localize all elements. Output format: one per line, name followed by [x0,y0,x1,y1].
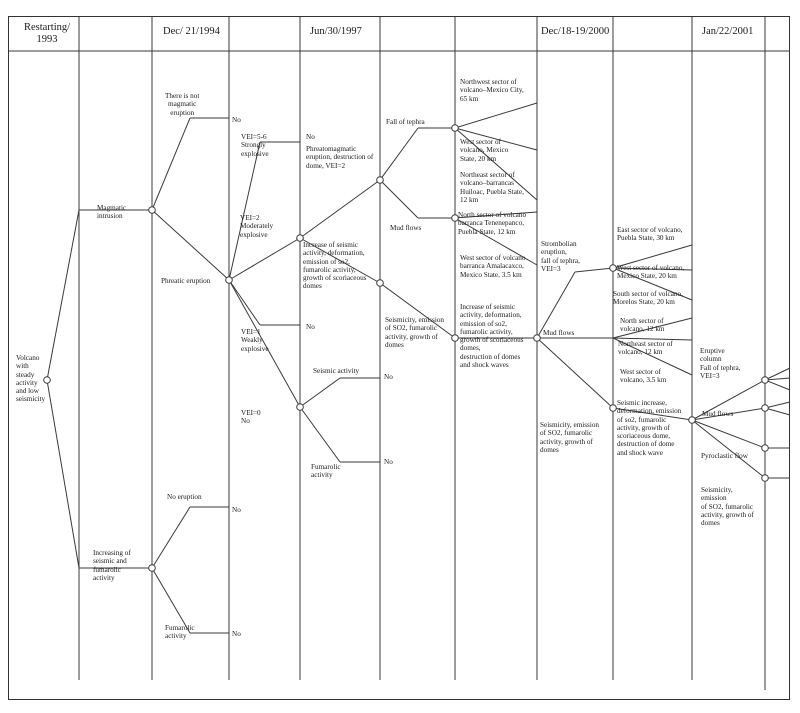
label-northeast-sector-12: Northeast sector of volcano, 12 km [618,340,673,357]
label-northeast-sector: Northeast sector of volcano–barrancas Hu… [460,171,524,204]
column-lines [78,17,766,690]
label-west-sector-35: West sector of volcano, 3.5 km [620,368,667,385]
label-fumarolic-1994: Fumarolic activity [165,624,195,641]
label-mud-flows-2000: Mud flows [543,329,575,337]
branch-lines [46,102,791,634]
label-phreatomagmatic: Phreatomagmatic eruption, destruction of… [306,145,374,170]
header-jun-1997: Jun/30/1997 [310,26,362,37]
no-label: No [306,323,315,331]
header-restarting-1993: Restarting/ 1993 [23,22,71,45]
label-south-sector: South sector of volcano, Morelos State, … [613,290,683,307]
label-mud-flows-1997: Mud flows [390,224,422,232]
label-phreatic-eruption: Phreatic eruption [161,277,211,285]
label-not-magmatic: There is not magmatic eruption [165,92,200,117]
label-west-sector-mexico-2: West sector of volcano, Mexico State, 20… [617,264,685,281]
label-increase-2000: Increase of seismic activity, deformatio… [460,303,524,370]
label-strombolian-eruption: Strombolian eruption, fall of tephra, VE… [541,240,580,273]
label-magmatic-intrusion: Magmatic intrusion [97,204,127,221]
label-north-sector-12: North sector of volcano, 12 km [620,317,665,334]
label-west-sector-mexico: West sector of volcano, Mexico State, 20… [460,138,509,163]
no-label: No [384,373,393,381]
label-root: Volcano with steady activity and low sei… [16,354,46,404]
label-east-sector: East sector of volcano, Puebla State, 30… [617,226,683,243]
diagram-frame [8,16,790,700]
label-northwest-sector: Northwest sector of volcano–Mexico City,… [460,78,524,103]
label-pyroclastic-flow: Pyroclastic flow [701,452,748,460]
label-seismic-increase: Seismic increase, deformation, emission … [617,399,682,457]
label-no-eruption: No eruption [167,493,202,501]
decision-nodes [43,124,769,572]
label-seismicity-emission-2001: Seismicity, emission of SO2, fumarolic a… [701,486,754,528]
no-label: No [232,630,241,638]
label-seismicity-emission-2000: Seismicity, emission of SO2, fumarolic a… [540,421,600,454]
label-west-sector-amalacaxco: West sector of volcano barranca Amalacax… [460,254,526,279]
no-label: No [384,458,393,466]
no-label: No [232,116,241,124]
label-increasing-activity: Increasing of seismic and fumarolic acti… [93,549,131,582]
label-seismic-activity: Seismic activity [313,367,360,375]
header-dec-1994: Dec/ 21/1994 [163,26,220,37]
label-fall-of-tephra: Fall of tephra [386,118,425,126]
label-increase-1997: Increase of seismic activity, deformatio… [303,241,367,291]
label-vei-5-6: VEI=5-6 Strongly explosive [241,133,269,158]
label-vei-2: VEI=2 Moderately explosive [240,214,274,239]
label-fumarolic-1997: Fumarolic activity [311,463,341,480]
label-vei-1: VEI=1 Weakly explosive [241,328,269,353]
label-mud-flows-2001: Mud flows [702,410,734,418]
no-label: No [232,506,241,514]
label-north-sector-tenenepanco: North sector of volcano barranca Tenenep… [458,211,527,236]
header-dec-2000: Dec/18-19/2000 [541,26,610,37]
label-eruptive-column: Eruptive column Fall of tephra, VEI=3 [700,347,741,380]
header-jan-2001: Jan/22/2001 [702,26,754,37]
no-label: No [306,133,315,141]
label-vei-0: VEI=0 No [241,409,261,426]
label-seismicity-emission-1997: Seismicity, emission of SO2, fumarolic a… [385,316,445,349]
